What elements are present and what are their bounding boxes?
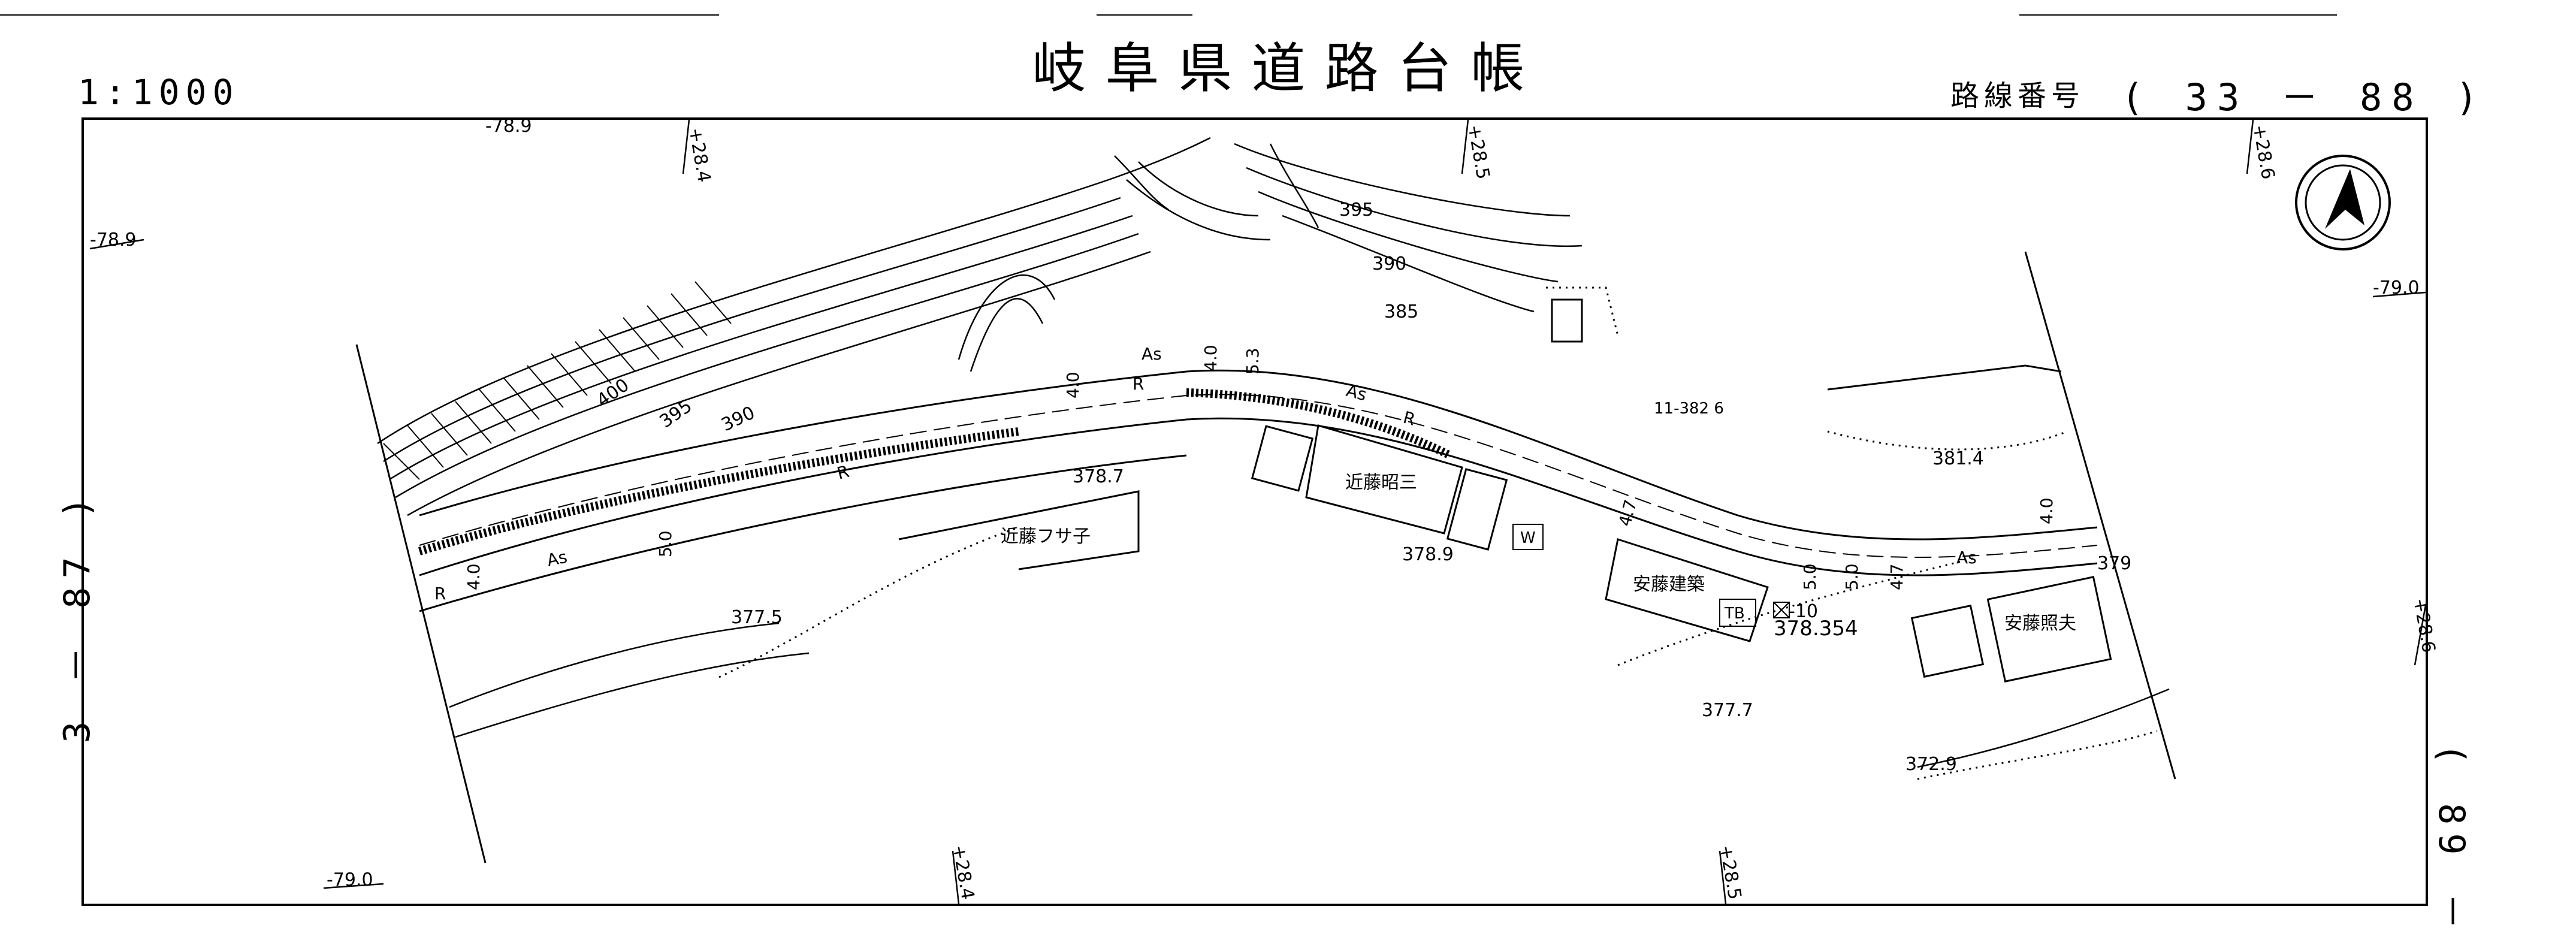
width-9: 5.3 (1243, 348, 1263, 375)
retaining-wall (418, 388, 1452, 555)
buildings (898, 298, 2112, 683)
benchmark-label: -10 (1789, 601, 1818, 622)
road-code-1: R (835, 461, 851, 484)
section-boundaries (355, 251, 2176, 864)
north-arrow-icon (2295, 155, 2391, 250)
road-code-2: R (1133, 374, 1144, 394)
offset-789-top: -78.9 (485, 116, 532, 137)
width-5: 5.0 (1842, 563, 1862, 590)
owner-ando-kenchiku: 安藤建築 (1633, 574, 1705, 595)
building-ando-teruo-annex (1910, 604, 1985, 678)
road-centerline (419, 394, 2098, 558)
owner-ando-teruo: 安藤照夫 (2004, 613, 2076, 634)
building-kondo-shozo-annex (1251, 425, 1314, 492)
spot-height-3789: 378.9 (1402, 544, 1454, 565)
map-title: 岐阜県道路台帳 (1032, 37, 1544, 100)
spot-height-3777: 377.7 (1702, 700, 1753, 721)
svg-text:TB: TB (1724, 605, 1745, 623)
width-4: 5.0 (1800, 563, 1820, 590)
offset-789-left: -78.9 (90, 230, 137, 250)
asphalt-code-3: As (1344, 381, 1369, 405)
contour-label-395: 395 (656, 395, 696, 433)
spot-height-3775: 377.5 (731, 607, 783, 628)
width-10: 4.0 (1201, 345, 1221, 372)
width-7: 4.0 (2037, 497, 2056, 524)
contour-label-390: 390 (718, 402, 759, 436)
contour-label-395-ne: 395 (1339, 200, 1373, 221)
offset-790-right: -79.0 (2373, 277, 2420, 298)
contour-lines (377, 137, 1583, 517)
benchmark-icon (1773, 602, 1790, 618)
asphalt-code-2: As (1141, 344, 1162, 364)
spot-height-3787: 378.7 (1073, 466, 1124, 487)
station-ticks (89, 119, 2427, 904)
station-286-right: +28.6 (2409, 596, 2439, 654)
well-marker: W (1512, 524, 1544, 550)
route-number-value: ( 33 － 88 ) (2121, 76, 2488, 119)
owner-kondo-fusako: 近藤フサ子 (1001, 526, 1091, 547)
building-ando-teruo (1986, 576, 2112, 683)
contour-label-385-ne: 385 (1384, 301, 1418, 322)
width-8: 4.0 (1063, 372, 1083, 398)
fence-lines (718, 286, 2158, 780)
station-284-bottom: +28.4 (948, 843, 978, 901)
road-code-3: R (1401, 407, 1417, 430)
spot-height-379: 379 (2097, 553, 2131, 574)
spot-height-378354: 378.354 (1774, 617, 1858, 641)
building-kondo-shozo (1305, 424, 1463, 535)
svg-text:W: W (1520, 529, 1536, 547)
width-2: 5.0 (656, 530, 675, 557)
lot-number: 11-382 6 (1654, 400, 1724, 418)
asphalt-code-4: As (1956, 548, 1977, 567)
route-number-label: 路線番号 (1950, 79, 2085, 113)
asphalt-code-1: As (545, 547, 569, 570)
station-286-top: +28.6 (2248, 123, 2278, 181)
building-kondo-shozo-shed (1446, 468, 1508, 551)
owner-kondo-shozo: 近藤昭三 (1345, 472, 1417, 493)
building-kondo-fusako (898, 490, 1140, 570)
road-edges (419, 369, 2098, 612)
building-ando-kenchiku (1605, 538, 1769, 642)
station-285-bottom: +28.5 (1715, 843, 1745, 901)
spot-height-3729: 372.9 (1905, 754, 1957, 775)
spot-height-3814: 381.4 (1932, 448, 1984, 469)
width-3: 4.7 (1615, 497, 1641, 529)
map-scale: 1:1000 (78, 72, 240, 113)
offset-790-bottom: -79.0 (327, 869, 373, 890)
contour-label-390-ne: 390 (1372, 253, 1406, 274)
road-code-4: R (434, 584, 446, 603)
slope-hatching (383, 281, 732, 480)
lower-terrain (449, 622, 2170, 768)
station-284-top: +28.4 (684, 126, 714, 184)
building-ne-shed (1551, 298, 1583, 343)
width-1: 4.0 (464, 563, 484, 590)
station-285-top: +28.5 (1463, 123, 1493, 181)
tb-marker: TB (1719, 599, 1756, 627)
building-ne-long (1827, 364, 2062, 391)
width-6: 4.7 (1887, 563, 1907, 590)
